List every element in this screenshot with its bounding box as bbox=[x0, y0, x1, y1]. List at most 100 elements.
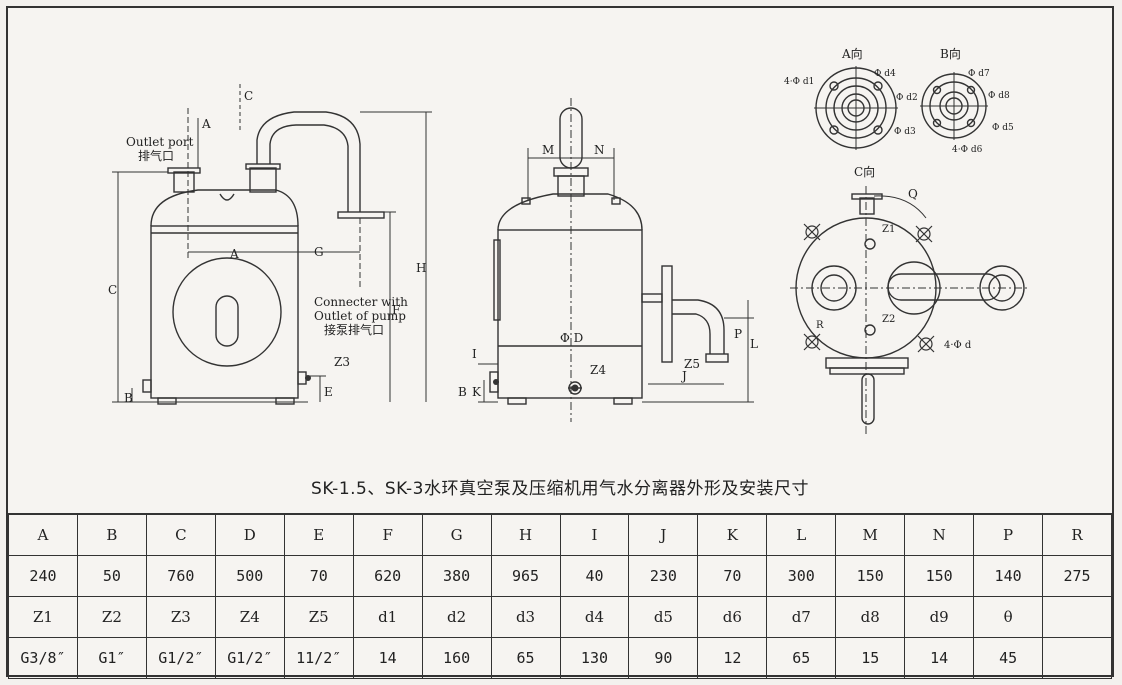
label-h: H bbox=[416, 261, 426, 275]
label-i: I bbox=[472, 347, 477, 361]
table-cell: 500 bbox=[214, 555, 285, 597]
table-cell: 90 bbox=[628, 637, 699, 679]
table-cell: 140 bbox=[973, 555, 1044, 597]
connecter-line1: Connecter with bbox=[314, 295, 408, 309]
label-view-a: A向 bbox=[841, 46, 863, 61]
table-cell: Z1 bbox=[8, 596, 78, 638]
table-cell: M bbox=[835, 513, 906, 556]
table-cell: 65 bbox=[490, 637, 561, 679]
table-cell: R bbox=[1042, 513, 1112, 556]
table-cell: Z5 bbox=[283, 596, 354, 638]
table-cell: 150 bbox=[904, 555, 975, 597]
table-cell: d7 bbox=[766, 596, 837, 638]
table-cell: 15 bbox=[835, 637, 906, 679]
side-view bbox=[478, 98, 754, 422]
table-cell: d4 bbox=[559, 596, 630, 638]
table-cell: 130 bbox=[559, 637, 630, 679]
table-cell: P bbox=[973, 513, 1044, 556]
label-phi-d: Φ D bbox=[560, 331, 583, 345]
table-cell: Z3 bbox=[145, 596, 216, 638]
dimension-table: A B C D E F G H I J K L M N P R 240 50 7… bbox=[8, 513, 1112, 679]
label-r: R bbox=[816, 320, 824, 331]
table-cell: H bbox=[490, 513, 561, 556]
drawing-frame: Outlet port 排气口 Connecter with Outlet of… bbox=[6, 6, 1114, 679]
table-cell: B bbox=[76, 513, 147, 556]
label-view-b: B向 bbox=[940, 46, 961, 61]
table-cell: G3/8″ bbox=[8, 637, 78, 679]
label-m: M bbox=[542, 143, 554, 157]
table-cell: 65 bbox=[766, 637, 837, 679]
label-d5: Φ d5 bbox=[992, 123, 1014, 133]
label-c-arrow: C bbox=[244, 89, 253, 103]
table-cell: d6 bbox=[697, 596, 768, 638]
table-cell: 760 bbox=[145, 555, 216, 597]
table-cell: d1 bbox=[352, 596, 423, 638]
table-cell: d2 bbox=[421, 596, 492, 638]
table-cell: Z2 bbox=[76, 596, 147, 638]
view-c bbox=[790, 186, 1028, 434]
outlet-port-en: Outlet port bbox=[126, 135, 194, 149]
label-l: L bbox=[750, 337, 758, 351]
table-cell: G1″ bbox=[76, 637, 147, 679]
label-f: F bbox=[392, 303, 400, 317]
table-cell: 40 bbox=[559, 555, 630, 597]
table-cell: 965 bbox=[490, 555, 561, 597]
label-d3: Φ d3 bbox=[894, 127, 916, 137]
label-n: N bbox=[594, 143, 605, 157]
table-cell: 70 bbox=[283, 555, 354, 597]
table-row-header-1: A B C D E F G H I J K L M N P R bbox=[8, 513, 1112, 556]
label-z4: Z4 bbox=[590, 363, 606, 377]
table-cell: 14 bbox=[352, 637, 423, 679]
connecter-line2: Outlet of pump bbox=[314, 309, 406, 323]
drawing-caption: SK-1.5、SK-3水环真空泵及压缩机用气水分离器外形及安装尺寸 bbox=[311, 479, 809, 499]
label-g: G bbox=[314, 245, 324, 259]
view-b bbox=[920, 72, 988, 140]
label-d8: Φ d8 bbox=[988, 91, 1010, 101]
table-cell: θ bbox=[973, 596, 1044, 638]
label-d1: 4·Φ d1 bbox=[784, 77, 814, 87]
table-cell: 50 bbox=[76, 555, 147, 597]
table-cell bbox=[1042, 596, 1112, 638]
table-cell: Z4 bbox=[214, 596, 285, 638]
table-cell: C bbox=[145, 513, 216, 556]
front-view bbox=[112, 84, 432, 405]
table-cell: 240 bbox=[8, 555, 78, 597]
label-d4: Φ d4 bbox=[874, 69, 896, 79]
table-cell: D bbox=[214, 513, 285, 556]
label-a: A bbox=[229, 247, 239, 261]
connecter-cn: 接泵排气口 bbox=[324, 322, 384, 337]
table-cell: d5 bbox=[628, 596, 699, 638]
table-cell: G1/2″ bbox=[214, 637, 285, 679]
outlet-port-cn: 排气口 bbox=[138, 148, 174, 163]
view-a bbox=[814, 66, 898, 150]
label-z5: Z5 bbox=[684, 357, 700, 371]
table-cell: N bbox=[904, 513, 975, 556]
label-q: Q bbox=[908, 187, 918, 201]
table-cell: F bbox=[352, 513, 423, 556]
label-a-arrow: A bbox=[201, 117, 211, 131]
table-cell: E bbox=[283, 513, 354, 556]
label-e: E bbox=[324, 385, 333, 399]
table-cell: 160 bbox=[421, 637, 492, 679]
label-b-left: B bbox=[124, 391, 133, 405]
table-cell: 45 bbox=[973, 637, 1044, 679]
table-cell: 300 bbox=[766, 555, 837, 597]
table-cell: 12 bbox=[697, 637, 768, 679]
label-d2: Φ d2 bbox=[896, 93, 918, 103]
table-cell bbox=[1042, 637, 1112, 679]
table-cell: A bbox=[8, 513, 78, 556]
label-k: K bbox=[472, 385, 482, 399]
table-cell: J bbox=[628, 513, 699, 556]
table-cell: 14 bbox=[904, 637, 975, 679]
table-cell: 11/2″ bbox=[283, 637, 354, 679]
table-cell: 230 bbox=[628, 555, 699, 597]
table-cell: G1/2″ bbox=[145, 637, 216, 679]
table-cell: 70 bbox=[697, 555, 768, 597]
label-view-c: C向 bbox=[854, 164, 875, 179]
label-z2: Z2 bbox=[882, 314, 895, 325]
label-b-mid: B bbox=[458, 385, 467, 399]
table-row-values-2: G3/8″ G1″ G1/2″ G1/2″ 11/2″ 14 160 65 13… bbox=[8, 637, 1112, 679]
table-row-values-1: 240 50 760 500 70 620 380 965 40 230 70 … bbox=[8, 555, 1112, 597]
label-d7: Φ d7 bbox=[968, 69, 990, 79]
table-cell: 380 bbox=[421, 555, 492, 597]
